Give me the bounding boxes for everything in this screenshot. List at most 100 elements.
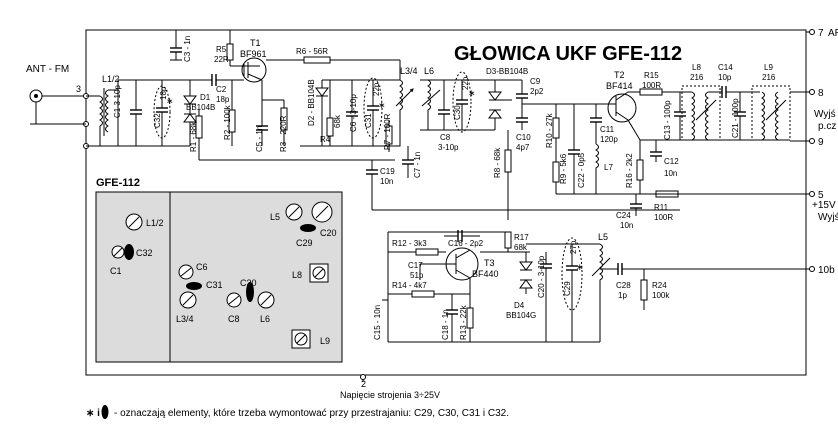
R2-resistor: R2 - 100k (223, 80, 236, 146)
svg-text:T1: T1 (250, 38, 261, 48)
C24-capacitor: C24 10n (616, 194, 642, 230)
L8-if-transformer: L8 216 (680, 63, 721, 141)
svg-text:22p: 22p (372, 82, 381, 96)
svg-text:T3: T3 (484, 258, 495, 268)
inset-C30: C30 (240, 278, 257, 302)
D1-varicap: D1 BB104B (183, 80, 215, 146)
svg-text:BF440: BF440 (472, 269, 499, 279)
inset-C20: C20 (311, 201, 337, 238)
C11-capacitor: C11 120p (590, 104, 618, 144)
L34-coil: L3/4 (395, 60, 418, 147)
svg-text:L5: L5 (270, 212, 280, 222)
svg-text:D3-BB104B: D3-BB104B (486, 67, 528, 76)
svg-text:C29: C29 (296, 238, 313, 248)
R15-resistor: R15 100R (639, 71, 680, 96)
D3-varicap: D3-BB104B (486, 67, 528, 130)
svg-text:100R: 100R (654, 213, 673, 222)
L9-if-transformer: L9 216 (751, 63, 791, 141)
svg-text:3: 3 (76, 84, 81, 94)
C30-capacitor: C30 22p ∗ (452, 71, 476, 133)
svg-text:51p: 51p (410, 271, 424, 280)
svg-text:R4: R4 (320, 135, 331, 144)
svg-text:8: 8 (818, 88, 824, 99)
svg-text:C14: C14 (718, 63, 733, 72)
inset-L34: L3/4 (176, 291, 197, 324)
svg-text:C6: C6 (196, 262, 208, 272)
svg-text:C21 - 100p: C21 - 100p (731, 98, 740, 138)
svg-text:C31: C31 (206, 280, 223, 290)
svg-text:C2: C2 (216, 85, 227, 94)
R4-resistor: R4 68k (320, 80, 342, 146)
svg-text:C6 - 3-10p: C6 - 3-10p (349, 94, 358, 132)
C3-capacitor: C3 - 1n (170, 30, 192, 62)
svg-text:L3/4: L3/4 (176, 314, 194, 324)
svg-text:D1: D1 (200, 93, 211, 102)
R10-resistor: R10 - 27k (545, 104, 560, 162)
pin-8: 8 Wyjś p.cz (790, 88, 836, 132)
svg-text:22p: 22p (461, 76, 470, 90)
svg-text:Wyjś: Wyjś (814, 109, 836, 120)
svg-text:R7 - 100R: R7 - 100R (383, 113, 392, 150)
svg-text:C9: C9 (530, 77, 541, 86)
svg-text:10n: 10n (620, 221, 633, 230)
svg-text:68k: 68k (514, 243, 528, 252)
C12-capacitor: C12 10n (650, 140, 679, 178)
pin-4: 2 Napięcie strojenia 3÷25V (340, 374, 440, 400)
R6-resistor: R6 - 56R (296, 47, 400, 64)
svg-text:2: 2 (361, 379, 366, 389)
svg-text:R16 - 2k2: R16 - 2k2 (625, 153, 634, 188)
svg-text:C15 - 10n: C15 - 10n (373, 305, 382, 340)
svg-text:10p: 10p (718, 73, 732, 82)
D4-varicap: D4 BB104G (506, 252, 536, 320)
svg-text:C18 - 1n: C18 - 1n (441, 309, 450, 340)
svg-text:C13 - 100p: C13 - 100p (663, 100, 672, 140)
svg-text:ARV: ARV (828, 28, 838, 39)
C9-capacitor: C9 2p2 (495, 77, 544, 104)
inset-L6: L6 (257, 291, 275, 324)
svg-text:4p7: 4p7 (516, 143, 530, 152)
svg-text:GFE-112: GFE-112 (96, 177, 140, 189)
svg-text:R13 - 22k: R13 - 22k (459, 304, 468, 340)
C5-capacitor: C5 - 1n (255, 100, 268, 152)
svg-text:C7 - 1n: C7 - 1n (413, 152, 422, 178)
pin-10: 10b (640, 265, 835, 276)
svg-text:R14 - 4k7: R14 - 4k7 (392, 281, 427, 290)
svg-text:D4: D4 (514, 301, 525, 310)
inset-C1: C1 (110, 245, 125, 276)
C16-capacitor: C16 - 2p2 (444, 230, 484, 248)
inset-C32: C32 (124, 244, 153, 260)
R14-resistor: R14 - 4k7 (388, 281, 470, 298)
svg-text:R24: R24 (652, 281, 667, 290)
svg-text:R8 - 68k: R8 - 68k (493, 147, 502, 178)
svg-text:C32: C32 (136, 248, 153, 258)
svg-text:∗ i: ∗ i (86, 408, 100, 419)
svg-text:C29: C29 (563, 281, 572, 296)
inset-C29: C29 (296, 224, 316, 248)
C8-trimmer: C8 3-10p (438, 80, 459, 152)
inset-C6: C6 (178, 262, 208, 280)
T1-transistor: T1 BF961 (230, 38, 300, 100)
inset-L5: L5 (270, 203, 303, 222)
svg-text:C12: C12 (664, 157, 679, 166)
svg-text:10n: 10n (664, 169, 677, 178)
svg-text:C8: C8 (228, 314, 240, 324)
C15-capacitor: C15 - 10n (373, 299, 388, 340)
svg-text:+15V: +15V (812, 200, 836, 211)
svg-text:R10 - 27k: R10 - 27k (545, 112, 554, 148)
svg-text:100R: 100R (642, 81, 661, 90)
T3-transistor: T3 BF440 (445, 247, 499, 294)
svg-text:C1 3-10p: C1 3-10p (113, 85, 122, 118)
inset-L9: L9 (291, 329, 330, 349)
svg-text:18p: 18p (216, 95, 230, 104)
svg-text:C17: C17 (408, 261, 423, 270)
svg-text:10b: 10b (818, 265, 835, 276)
svg-text:∗: ∗ (166, 96, 174, 106)
C32-capacitor: C32 18p ∗ (153, 80, 174, 146)
svg-text:C3 - 1n: C3 - 1n (183, 36, 192, 62)
svg-text:C10: C10 (516, 133, 531, 142)
inset-C31: C31 (186, 280, 223, 290)
svg-text:L6: L6 (260, 314, 270, 324)
C18-capacitor: C18 - 1n (441, 294, 458, 342)
pins-left: 3 (42, 84, 89, 149)
R13-resistor: R13 - 22k (459, 294, 474, 342)
